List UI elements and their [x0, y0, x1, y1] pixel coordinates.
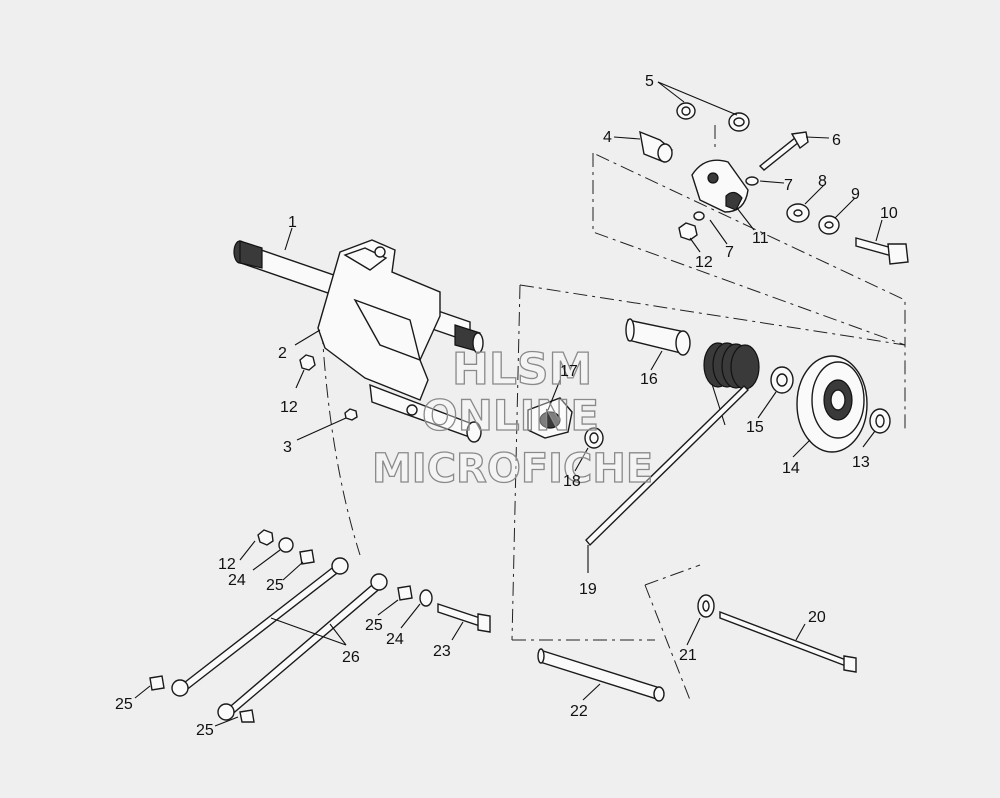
part-6-bolt	[758, 131, 809, 171]
part-25-bushings	[149, 549, 413, 723]
phantom-lines	[321, 125, 906, 701]
callout-19: 19	[579, 581, 597, 598]
callout-13: 13	[852, 454, 870, 471]
callout-14: 14	[782, 460, 800, 477]
callout-25-upper: 25	[266, 577, 284, 594]
callout-25-bottom: 25	[196, 722, 214, 739]
leader-lines	[134, 81, 883, 727]
callout-10: 10	[880, 205, 898, 222]
part-7-washers	[693, 176, 759, 221]
part-22-tube	[537, 648, 665, 702]
part-2-bracket	[317, 239, 482, 443]
part-21-washer	[697, 594, 715, 618]
part-23-bolt	[437, 603, 491, 633]
callout-26: 26	[342, 649, 360, 666]
callout-18: 18	[563, 473, 581, 490]
watermark-line-2: ONLINE	[422, 391, 599, 440]
callout-12-left: 12	[280, 399, 298, 416]
callout-8: 8	[818, 173, 827, 190]
part-8-washer	[786, 203, 810, 223]
callout-11: 11	[752, 230, 769, 247]
callout-25-lower-left: 25	[115, 696, 133, 713]
part-13-washer	[869, 408, 891, 434]
part-18-washer	[584, 427, 604, 449]
watermark-line-1: HLSM	[452, 344, 592, 395]
callout-2: 2	[278, 345, 287, 362]
callout-21: 21	[679, 647, 697, 664]
part-10-bolt	[855, 237, 909, 265]
callout-16: 16	[640, 371, 658, 388]
part-24-washers	[278, 537, 433, 607]
callout-7: 7	[784, 177, 793, 194]
callout-labels: 1 2 12 3 4 5 6 7 8 9 10 11 7 12 13 14 15…	[115, 73, 898, 739]
callout-17: 17	[560, 363, 578, 380]
part-15-washer	[770, 366, 794, 394]
callout-24-right: 24	[386, 631, 404, 648]
callout-3: 3	[283, 439, 292, 456]
callout-23: 23	[433, 643, 451, 660]
part-16-sleeve	[625, 318, 691, 356]
nut-12-top	[678, 222, 698, 241]
part-20-bolt	[719, 610, 857, 673]
part-11-link	[691, 159, 749, 213]
callout-1: 1	[288, 214, 297, 231]
callout-7-lower: 7	[725, 244, 734, 261]
part-17-block	[527, 397, 573, 439]
callout-6: 6	[832, 132, 841, 149]
part-4-bushing	[639, 130, 673, 163]
callout-25-mid: 25	[365, 617, 383, 634]
callout-24-left: 24	[228, 572, 246, 589]
part-3-nut	[344, 408, 358, 421]
nut-12-left	[299, 354, 316, 371]
watermark-line-3: MICROFICHE	[372, 446, 653, 492]
nut-12-lower	[257, 529, 274, 546]
part-5-bushings	[676, 102, 750, 132]
callout-4: 4	[603, 129, 612, 146]
watermark: HLSM ONLINE MICROFICHE	[371, 343, 654, 492]
callout-12-lower: 12	[218, 556, 236, 573]
callout-12-top: 12	[695, 254, 713, 271]
callout-22: 22	[570, 703, 588, 720]
callout-15: 15	[746, 419, 764, 436]
callout-5: 5	[645, 73, 654, 90]
callout-9: 9	[851, 186, 860, 203]
part-9-washer	[818, 215, 840, 235]
callout-20: 20	[808, 609, 826, 626]
part-14-wheel	[796, 355, 868, 453]
part-19-spring	[585, 342, 760, 547]
